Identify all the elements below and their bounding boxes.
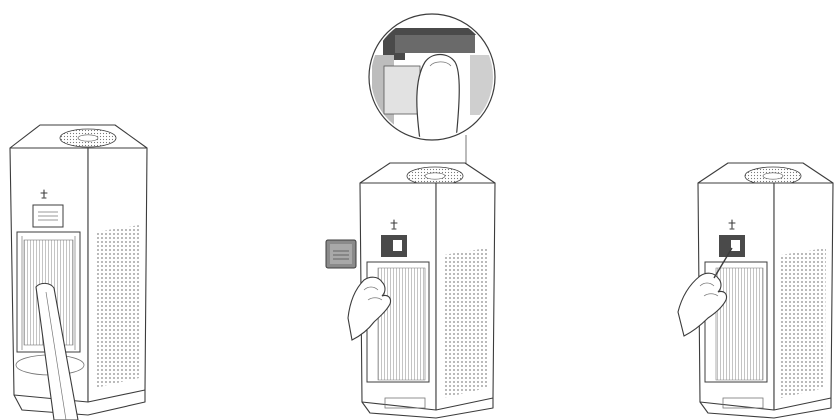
side-vent-mesh <box>443 248 488 398</box>
step-1-vacuum-cleaning <box>10 125 147 420</box>
step-2-remove-sensor-cover <box>326 14 500 418</box>
cylindrical-filter <box>716 268 763 380</box>
side-vent-mesh <box>95 225 140 388</box>
air-purifier-body <box>10 125 147 415</box>
cylindrical-filter <box>378 268 425 380</box>
removed-sensor-cover <box>326 240 356 268</box>
side-vent-mesh <box>781 248 826 398</box>
finger <box>417 55 459 141</box>
step-3-detach-sensor-cover <box>678 163 833 418</box>
